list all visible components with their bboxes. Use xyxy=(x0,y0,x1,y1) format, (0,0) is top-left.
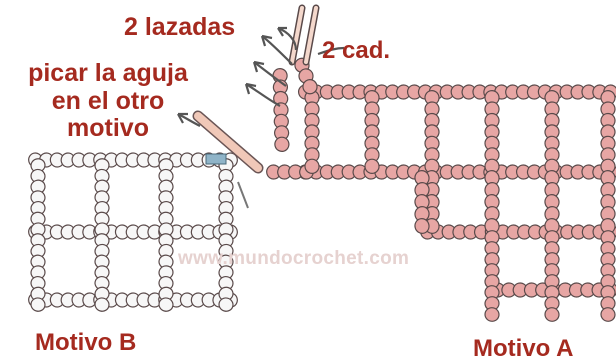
hook-tip xyxy=(238,182,248,208)
motif-a-column xyxy=(303,89,320,175)
motif-a-column xyxy=(599,89,616,175)
label-motif-b: Motivo B xyxy=(35,330,136,356)
motif-b-row xyxy=(27,224,239,241)
motif-a-column xyxy=(483,89,500,175)
motif-a-column xyxy=(544,229,561,323)
motif-a-row xyxy=(419,224,616,241)
label-two-yarn-overs: 2 lazadas xyxy=(124,14,235,42)
label-insert-hook-line-3: motivo xyxy=(10,115,206,143)
motif-a-column xyxy=(484,229,501,323)
motif-a-column xyxy=(413,169,430,235)
motif-a-column xyxy=(543,169,560,235)
hook-grip xyxy=(206,154,226,164)
label-two-chains: 2 cad. xyxy=(322,38,390,64)
motif-a-row xyxy=(297,164,616,181)
crochet-hook-icon xyxy=(292,8,316,62)
motif-a-column xyxy=(423,89,440,175)
motif-a-column xyxy=(363,89,380,175)
label-insert-hook: picar la aguja en el otro motivo xyxy=(10,60,206,143)
motif-b-row xyxy=(27,292,239,309)
motif-a-column xyxy=(483,169,500,235)
motif-a-column xyxy=(271,67,290,153)
watermark: www.mundocrochet.com xyxy=(178,248,409,270)
label-insert-hook-line-2: en el otro xyxy=(10,88,206,116)
motif-a-column xyxy=(599,169,616,235)
label-insert-hook-line-1: picar la aguja xyxy=(10,60,206,88)
motif-a-grid xyxy=(265,55,616,322)
label-motif-a: Motivo A xyxy=(473,336,573,362)
motif-a-row xyxy=(297,84,616,101)
motif-a-column xyxy=(543,89,560,175)
motif-a-column xyxy=(600,229,616,323)
motif-b-grid xyxy=(27,152,239,313)
